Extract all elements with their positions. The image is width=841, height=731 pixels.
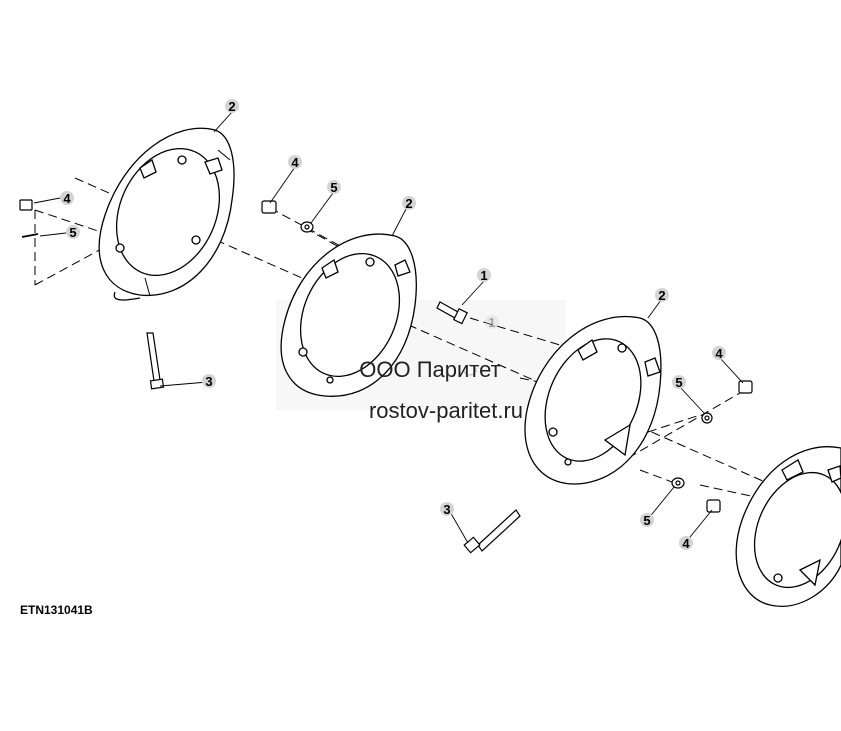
svg-text:3: 3 (205, 374, 212, 389)
svg-text:2: 2 (658, 288, 665, 303)
callout-bolt-short-ghost: 1 (485, 315, 499, 330)
callout-ring1: 2 (225, 99, 239, 114)
hex-nut-mid (261, 200, 277, 214)
callout-ring2: 2 (402, 196, 416, 211)
washer-right-top (701, 412, 713, 424)
callout-washer-right-top: 5 (672, 375, 686, 390)
callout-nut-mid: 4 (288, 155, 302, 170)
svg-text:5: 5 (643, 513, 650, 528)
callout-washer-mid: 5 (327, 180, 341, 195)
callout-nut-left: 4 (60, 191, 74, 206)
callout-ring3: 2 (655, 288, 669, 303)
svg-text:2: 2 (405, 196, 412, 211)
long-bolt-left (146, 332, 165, 390)
svg-text:4: 4 (63, 191, 71, 206)
short-bolt (436, 301, 468, 325)
svg-text:4: 4 (715, 346, 723, 361)
svg-text:4: 4 (682, 536, 690, 551)
callout-bolt-long-left: 3 (202, 374, 216, 389)
callout-bolt-long-right: 3 (440, 502, 454, 517)
svg-text:5: 5 (675, 375, 682, 390)
washer-mid (300, 221, 314, 233)
wheel-weight-ring-4-partial (735, 446, 841, 607)
svg-text:4: 4 (291, 155, 299, 170)
hex-nut-left (19, 199, 33, 211)
figure-id: ETN131041B (20, 603, 93, 617)
hex-nut-right-bottom (706, 499, 721, 513)
short-bolt-ghost (463, 364, 477, 376)
svg-text:5: 5 (69, 225, 76, 240)
svg-text:5: 5 (330, 180, 337, 195)
hex-nut-right-top (738, 380, 753, 394)
watermark-url: rostov-paritet.ru (369, 398, 523, 423)
wheel-weight-ring-3 (524, 315, 662, 485)
svg-text:1: 1 (488, 315, 495, 330)
wheel-weight-ring-2 (280, 233, 417, 397)
svg-text:3: 3 (443, 502, 450, 517)
svg-text:2: 2 (228, 99, 235, 114)
callout-washer-right-bottom: 5 (640, 513, 654, 528)
wheel-weight-ring-1 (98, 127, 235, 301)
callout-leaders (33, 111, 744, 544)
callout-washer-left: 5 (66, 225, 80, 240)
svg-text:1: 1 (480, 268, 487, 283)
callout-bolt-short: 1 (477, 268, 491, 283)
long-bolt-right (463, 509, 521, 554)
washer-right-bottom (671, 477, 685, 489)
callout-nut-right-top: 4 (712, 346, 726, 361)
watermark-company: ООО Паритет (359, 357, 500, 382)
callout-nut-right-bottom: 4 (679, 536, 693, 551)
washer-left (21, 233, 39, 238)
